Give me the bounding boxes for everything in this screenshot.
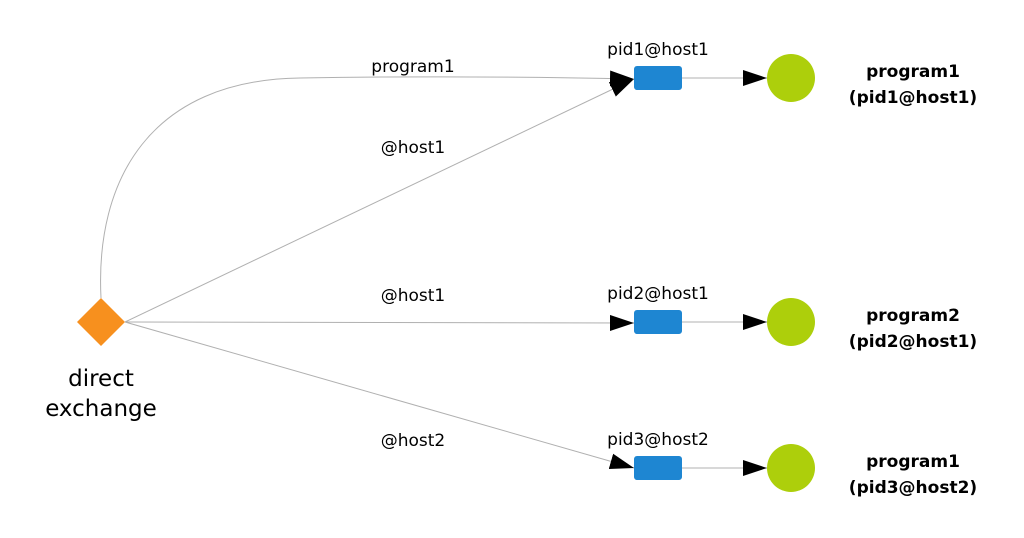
queue-node: pid1@host1 <box>607 40 709 90</box>
exchange-node: direct exchange <box>45 298 157 422</box>
consumer-label-line1: program2 <box>866 306 960 326</box>
circle-shape <box>767 54 815 102</box>
binding-edge-program1-to-queue1 <box>100 70 635 299</box>
consumer-label-line2: (pid1@host1) <box>849 88 977 108</box>
consumer-label-line1: program1 <box>866 62 960 82</box>
diamond-shape <box>77 298 125 346</box>
rectangle-shape <box>634 310 682 334</box>
binding-key-label: @host2 <box>381 431 446 451</box>
rectangle-shape <box>634 66 682 90</box>
queue-node: pid3@host2 <box>607 430 709 480</box>
consumer-node: program1 (pid1@host1) <box>767 54 977 108</box>
binding-edge-host2-to-queue3 <box>124 321 635 470</box>
binding-edge-host1-to-queue2 <box>124 314 635 331</box>
queue-label: pid3@host2 <box>607 430 709 450</box>
queue-label: pid1@host1 <box>607 40 709 60</box>
consumer-node: program2 (pid2@host1) <box>767 298 977 352</box>
consumer-label-line2: (pid2@host1) <box>849 332 977 352</box>
rectangle-shape <box>634 456 682 480</box>
consumer-label-line2: (pid3@host2) <box>849 478 977 498</box>
exchange-label-line2: exchange <box>45 396 157 422</box>
queue-node: pid2@host1 <box>607 284 709 334</box>
consumer-label-line1: program1 <box>866 452 960 472</box>
binding-edge-host1-to-queue1 <box>124 78 635 323</box>
binding-key-label: @host1 <box>381 138 446 158</box>
exchange-label-line1: direct <box>68 366 134 392</box>
circle-shape <box>767 298 815 346</box>
binding-key-label: @host1 <box>381 286 446 306</box>
queue-label: pid2@host1 <box>607 284 709 304</box>
circle-shape <box>767 444 815 492</box>
binding-key-label: program1 <box>371 57 454 77</box>
consumer-node: program1 (pid3@host2) <box>767 444 977 498</box>
